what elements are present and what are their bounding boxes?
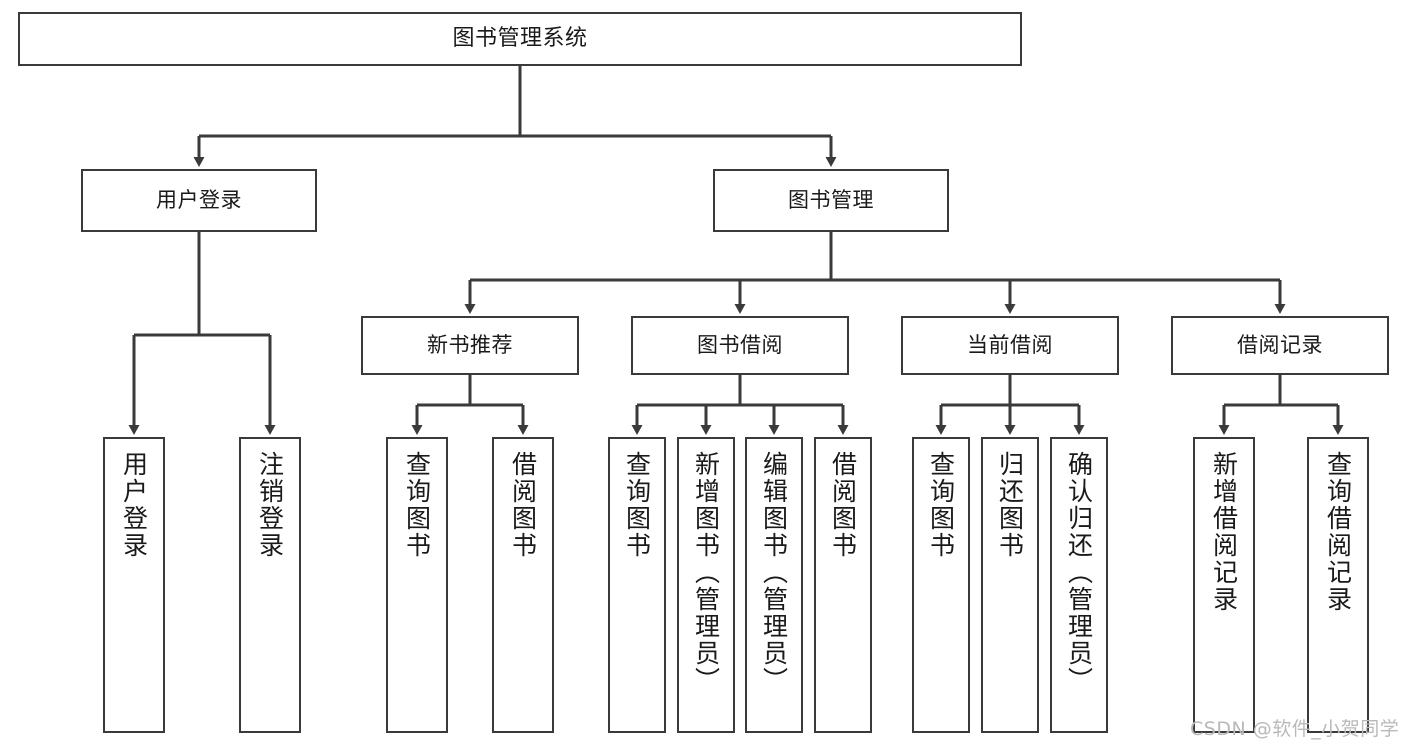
leaf-return-book[interactable]: 归还图书 [981,437,1039,733]
node-label: 新增借阅记录 [1209,451,1239,613]
node-label: 新增图书（管理员） [691,451,721,694]
leaf-edit-book-admin[interactable]: 编辑图书（管理员） [745,437,803,733]
node-label: 借阅图书 [828,451,858,559]
node-label: 图书管理 [788,187,874,212]
node-label: 查询图书 [622,451,652,559]
node-current-borrow[interactable]: 当前借阅 [901,316,1119,375]
node-label: 借阅记录 [1237,332,1323,357]
node-label: 查询借阅记录 [1323,451,1353,613]
node-label: 编辑图书（管理员） [759,451,789,694]
leaf-borrow-book-recommend[interactable]: 借阅图书 [492,437,554,733]
node-borrow-record[interactable]: 借阅记录 [1171,316,1389,375]
node-label: 图书管理系统 [452,25,588,51]
csdn-watermark: CSDN @软件_小贺同学 [1190,718,1400,740]
node-user-login[interactable]: 用户登录 [81,169,317,232]
node-label: 注销登录 [255,451,285,559]
leaf-query-book-borrow[interactable]: 查询图书 [608,437,666,733]
leaf-user-login[interactable]: 用户登录 [103,437,165,733]
leaf-add-borrow-record[interactable]: 新增借阅记录 [1193,437,1255,733]
node-label: 图书借阅 [697,332,783,357]
leaf-query-borrow-record[interactable]: 查询借阅记录 [1307,437,1369,733]
node-label: 新书推荐 [427,332,513,357]
node-label: 用户登录 [156,187,242,212]
node-book-management[interactable]: 图书管理 [713,169,949,232]
node-label: 查询图书 [402,451,432,559]
leaf-add-book-admin[interactable]: 新增图书（管理员） [677,437,735,733]
node-label: 确认归还（管理员） [1064,451,1094,694]
node-label: 借阅图书 [508,451,538,559]
node-label: 当前借阅 [967,332,1053,357]
node-label: 归还图书 [995,451,1025,559]
node-root-system[interactable]: 图书管理系统 [18,12,1022,66]
leaf-confirm-return-admin[interactable]: 确认归还（管理员） [1050,437,1108,733]
node-book-borrow[interactable]: 图书借阅 [631,316,849,375]
node-label: 查询图书 [926,451,956,559]
leaf-logout[interactable]: 注销登录 [239,437,301,733]
node-label: 用户登录 [119,451,149,559]
leaf-borrow-book[interactable]: 借阅图书 [814,437,872,733]
leaf-query-book-current[interactable]: 查询图书 [912,437,970,733]
node-new-book-recommend[interactable]: 新书推荐 [361,316,579,375]
leaf-query-book-recommend[interactable]: 查询图书 [386,437,448,733]
